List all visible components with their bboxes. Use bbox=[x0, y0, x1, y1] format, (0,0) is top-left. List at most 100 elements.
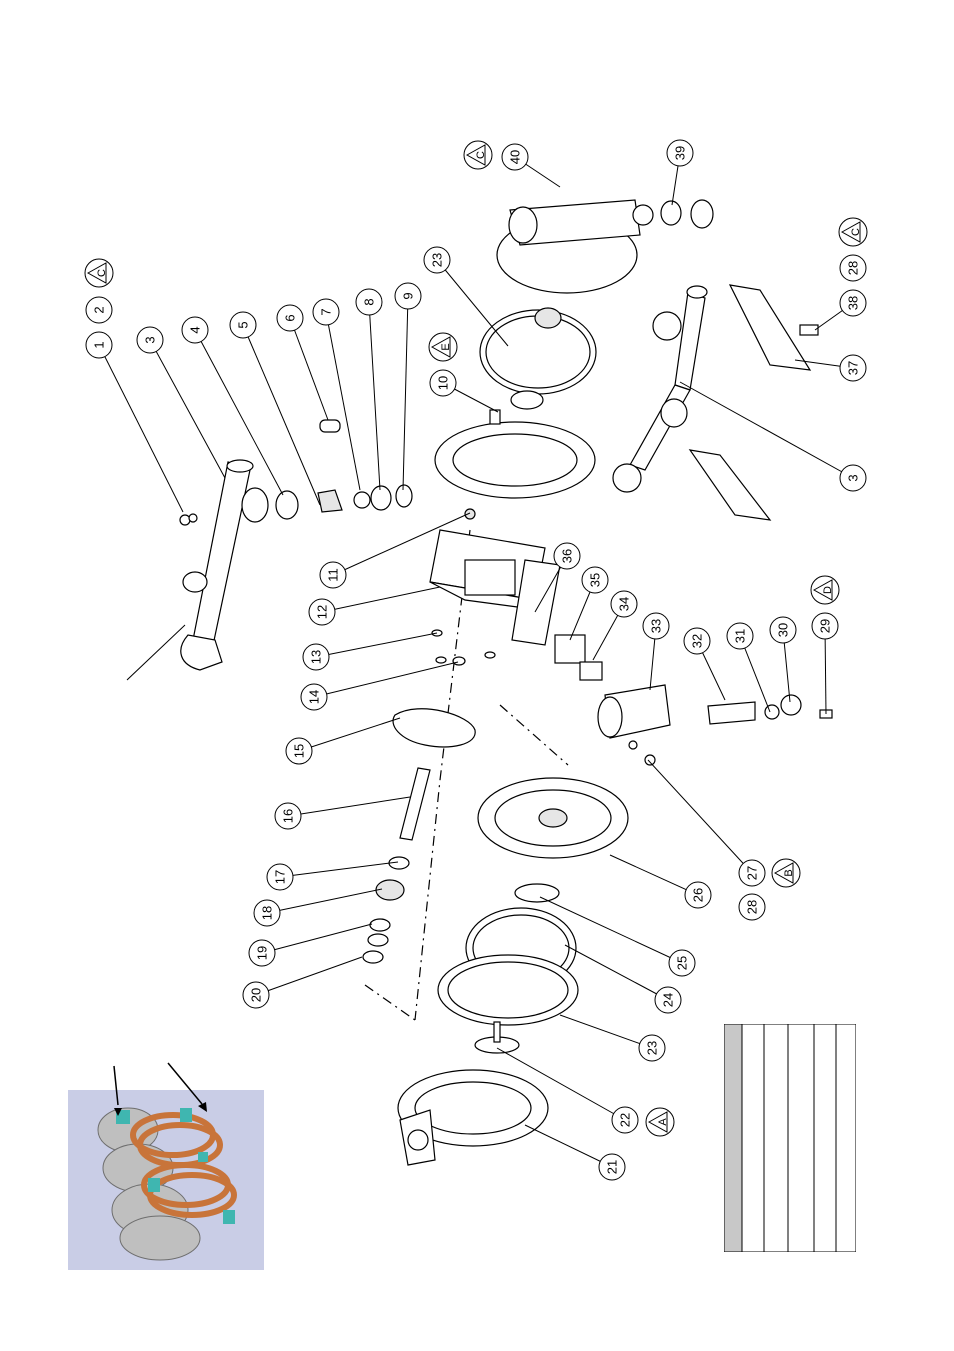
callout-c24: 24 bbox=[654, 986, 682, 1014]
revision-letter: E bbox=[440, 343, 452, 350]
leader-line-c5 bbox=[242, 324, 321, 506]
callout-number: 18 bbox=[260, 906, 275, 920]
callout-number: 10 bbox=[436, 376, 451, 390]
callout-number: 23 bbox=[430, 253, 445, 267]
revision-marker-t2: E bbox=[428, 332, 458, 362]
revision-marker-t4: C bbox=[838, 217, 868, 247]
leader-line-c23a bbox=[559, 1014, 653, 1049]
leader-line-c26 bbox=[609, 854, 699, 896]
leader-line-c21 bbox=[524, 1124, 613, 1168]
callout-number: 7 bbox=[319, 308, 334, 315]
callout-number: 12 bbox=[315, 605, 330, 619]
callout-number: 32 bbox=[690, 634, 705, 648]
callout-c6: 6 bbox=[276, 304, 304, 332]
callout-number: 2 bbox=[92, 306, 107, 313]
callout-number: 4 bbox=[188, 326, 203, 333]
parts-table bbox=[724, 1024, 856, 1252]
callout-c9: 9 bbox=[394, 282, 422, 310]
callout-number: 28 bbox=[846, 261, 861, 275]
inner-chamber-part bbox=[477, 777, 629, 859]
revision-letter: C bbox=[475, 151, 487, 159]
revision-marker-t6: B bbox=[771, 858, 801, 888]
leader-line-c29 bbox=[824, 625, 827, 715]
callout-c23a: 23 bbox=[638, 1034, 666, 1062]
callout-layer: 1234567891011121314151617181920212223242… bbox=[85, 139, 867, 1181]
leader-line-c3a bbox=[149, 339, 226, 479]
callout-number: 15 bbox=[292, 744, 307, 758]
upper-manifold-part bbox=[179, 459, 269, 671]
callout-number: 17 bbox=[273, 870, 288, 884]
leader-line-c3b bbox=[679, 381, 854, 479]
leader-line-c15 bbox=[298, 717, 401, 752]
leader-line-c1 bbox=[98, 344, 184, 513]
callout-c34: 34 bbox=[610, 590, 638, 618]
callout-c11: 11 bbox=[319, 561, 347, 589]
callout-number: 20 bbox=[249, 988, 264, 1002]
pilot-valve-part bbox=[597, 684, 833, 766]
callout-c37: 37 bbox=[839, 354, 867, 382]
callout-number: 25 bbox=[675, 956, 690, 970]
callout-number: 24 bbox=[661, 993, 676, 1007]
callout-c19: 19 bbox=[248, 939, 276, 967]
revision-letter: A bbox=[657, 1118, 669, 1126]
callout-number: 34 bbox=[617, 597, 632, 611]
callout-c25: 25 bbox=[668, 949, 696, 977]
revision-marker-t1: C bbox=[84, 258, 114, 288]
gasket-part bbox=[392, 708, 476, 748]
callout-number: 39 bbox=[673, 146, 688, 160]
leader-line-c13 bbox=[315, 632, 438, 658]
center-block-part bbox=[429, 508, 546, 611]
callout-c28a: 28 bbox=[738, 893, 766, 921]
revision-marker-layer: C E C C D B A bbox=[84, 140, 868, 1137]
callout-c7: 7 bbox=[312, 298, 340, 326]
leader-line-c22 bbox=[496, 1047, 626, 1121]
callout-c40: 40 bbox=[501, 143, 529, 171]
leader-line-c25 bbox=[539, 896, 683, 964]
callout-c28b: 28 bbox=[839, 254, 867, 282]
callout-number: 21 bbox=[605, 1160, 620, 1174]
callout-number: 38 bbox=[846, 296, 861, 310]
leader-line-c19 bbox=[261, 923, 373, 954]
callout-c35: 35 bbox=[581, 566, 609, 594]
callout-c33: 33 bbox=[642, 612, 670, 640]
revision-marker-t7: A bbox=[645, 1107, 675, 1137]
valve-plate-parts bbox=[511, 559, 603, 681]
leader-line-c16 bbox=[287, 796, 411, 817]
callout-c29: 29 bbox=[811, 612, 839, 640]
leader-line-c14 bbox=[313, 661, 459, 698]
leader-line-c8 bbox=[368, 301, 381, 491]
callout-c21: 21 bbox=[598, 1153, 626, 1181]
revision-marker-t5: D bbox=[810, 575, 840, 605]
callout-number: 14 bbox=[307, 690, 322, 704]
callout-number: 1 bbox=[92, 341, 107, 348]
callout-number: 28 bbox=[745, 900, 760, 914]
callout-c32: 32 bbox=[683, 627, 711, 655]
outer-chamber-upper bbox=[434, 409, 596, 499]
callout-number: 33 bbox=[649, 619, 664, 633]
leader-line-c23b bbox=[436, 259, 509, 347]
callout-c13: 13 bbox=[302, 643, 330, 671]
callout-c38: 38 bbox=[839, 289, 867, 317]
leader-line-c11 bbox=[332, 512, 471, 576]
leader-line-c24 bbox=[564, 944, 669, 1001]
callout-c12: 12 bbox=[308, 598, 336, 626]
leader-line-c27 bbox=[647, 759, 753, 874]
leader-line-c18 bbox=[266, 888, 383, 914]
callout-number: 31 bbox=[733, 629, 748, 643]
callout-number: 11 bbox=[326, 568, 341, 582]
callout-number: 36 bbox=[560, 549, 575, 563]
leader-arrow bbox=[126, 624, 186, 681]
callout-c14: 14 bbox=[300, 683, 328, 711]
callout-c26: 26 bbox=[684, 881, 712, 909]
leader-line-c20 bbox=[255, 956, 363, 996]
seal-parts-column bbox=[275, 419, 413, 520]
leader-line-c7 bbox=[325, 311, 361, 491]
callout-c17: 17 bbox=[266, 863, 294, 891]
leader-line-c6 bbox=[289, 317, 329, 421]
callout-number: 26 bbox=[691, 888, 706, 902]
callout-c10: 10 bbox=[429, 369, 457, 397]
upper-diaphragm-part bbox=[479, 307, 597, 410]
callout-c22: 22 bbox=[611, 1106, 639, 1134]
callout-c23b: 23 bbox=[423, 246, 451, 274]
